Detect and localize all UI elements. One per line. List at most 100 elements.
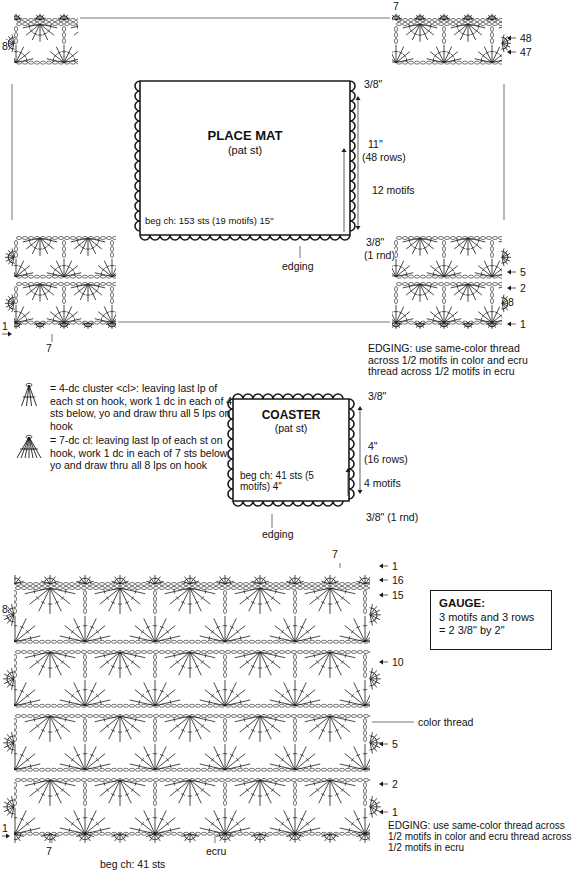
- stitch-stroke: [440, 15, 444, 20]
- stitch-stroke: [3, 742, 14, 743]
- stitch-stroke: [36, 724, 39, 727]
- stitch-stroke: [225, 746, 236, 769]
- stitch-stroke: [155, 581, 164, 584]
- stitch-stroke: [420, 24, 421, 42]
- chain-stitch: [147, 715, 152, 718]
- stitch-stroke: [356, 754, 360, 756]
- stitch-stroke: [278, 828, 280, 832]
- stitch-stroke: [225, 808, 226, 834]
- stitch-stroke: [120, 780, 131, 803]
- chain-stitch: [364, 718, 367, 723]
- stitch-stroke: [76, 754, 80, 756]
- stitch-stroke: [98, 238, 100, 242]
- stitch-stroke: [138, 636, 140, 640]
- chain-stitch: [267, 715, 272, 718]
- chain-stitch: [159, 583, 164, 586]
- stitch-stroke: [330, 652, 341, 675]
- chain-stitch: [135, 583, 140, 586]
- stitch-stroke: [205, 626, 225, 642]
- stitch-stroke: [135, 754, 155, 770]
- stitch-stroke: [176, 724, 179, 727]
- stitch-stroke: [16, 47, 24, 63]
- stitch-stroke: [68, 828, 70, 832]
- stitch-stroke: [370, 806, 381, 807]
- stitch-stroke: [43, 33, 47, 35]
- stitch-stroke: [98, 266, 112, 277]
- chain-stitch: [363, 651, 368, 654]
- chain-stitch: [345, 768, 350, 771]
- chain-stitch: [93, 715, 98, 718]
- stitch-stroke: [120, 716, 121, 742]
- chain-stitch: [351, 832, 356, 835]
- stitch-stroke: [281, 630, 284, 633]
- stitch-stroke: [48, 732, 52, 733]
- chain-stitch: [112, 237, 116, 240]
- stitch-stroke: [321, 666, 325, 668]
- chain-stitch: [315, 640, 320, 643]
- stitch-stroke: [260, 834, 261, 843]
- stitch-stroke: [95, 652, 120, 658]
- stitch-stroke: [155, 700, 180, 706]
- stitch-stroke: [466, 35, 470, 36]
- stitch-stroke: [160, 754, 164, 756]
- stitch-stroke: [258, 668, 262, 669]
- stitch-stroke: [330, 588, 350, 604]
- chain-stitch: [303, 715, 308, 718]
- stitch-stroke: [38, 35, 42, 36]
- stitch-stroke: [214, 682, 225, 705]
- stitch-stroke: [76, 238, 78, 242]
- chain-stitch: [135, 587, 140, 590]
- chain-stitch: [273, 587, 278, 590]
- stitch-stroke: [195, 666, 199, 668]
- stitch-stroke: [26, 272, 28, 276]
- stitch-stroke: [290, 577, 295, 584]
- stitch-stroke: [55, 580, 56, 584]
- stitch-stroke: [223, 689, 227, 690]
- chain-stitch: [224, 730, 227, 735]
- chain-stitch: [303, 583, 308, 586]
- chain-stitch: [21, 832, 26, 835]
- chain-stitch: [39, 704, 44, 707]
- chain-stitch: [14, 608, 17, 613]
- stitch-stroke: [216, 754, 220, 756]
- stitch-stroke: [275, 690, 295, 706]
- chain-stitch: [111, 704, 116, 707]
- stitch-stroke: [56, 47, 64, 63]
- stitch-stroke: [40, 238, 54, 249]
- stitch-stroke: [106, 660, 109, 663]
- chain-stitch: [84, 672, 87, 677]
- chain-stitch: [364, 666, 367, 671]
- chain-stitch: [224, 788, 227, 793]
- stitch-stroke: [50, 716, 61, 739]
- chain-stitch: [165, 587, 170, 590]
- stitch-stroke: [243, 589, 245, 593]
- stitch-stroke: [369, 685, 373, 687]
- chain-stitch: [285, 587, 290, 590]
- chain-stitch: [14, 590, 17, 595]
- stitch-stroke: [120, 780, 121, 806]
- chain-stitch: [474, 19, 479, 22]
- stitch-stroke: [166, 630, 169, 633]
- chain-stitch: [27, 583, 32, 586]
- chain-stitch: [69, 704, 74, 707]
- stitch-stroke: [293, 625, 297, 626]
- stitch-stroke: [33, 33, 37, 35]
- stitch-stroke: [188, 604, 192, 605]
- chain-stitch: [46, 275, 51, 278]
- chain-stitch: [33, 587, 38, 590]
- stitch-stroke: [208, 764, 210, 768]
- chain-stitch: [84, 782, 87, 787]
- stitch-stroke: [48, 796, 52, 797]
- stitch-stroke: [351, 694, 354, 697]
- chain-stitch: [333, 704, 338, 707]
- stitch-stroke: [3, 806, 14, 807]
- chain-stitch: [219, 587, 224, 590]
- stitch-stroke: [23, 24, 40, 28]
- stitch-stroke: [103, 717, 105, 721]
- stitch-stroke: [392, 47, 396, 63]
- stitch-stroke: [480, 58, 482, 62]
- stitch-stroke: [190, 834, 191, 843]
- stitch-stroke: [251, 834, 260, 837]
- stitch-stroke: [246, 596, 249, 599]
- stitch-stroke: [146, 754, 150, 756]
